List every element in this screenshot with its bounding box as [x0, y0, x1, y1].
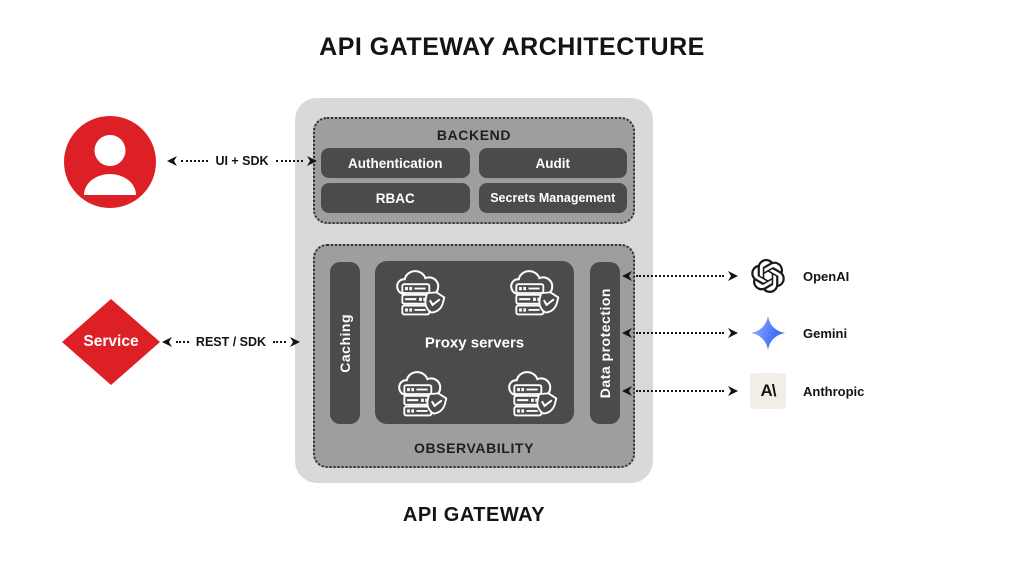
arrowhead-right-icon — [728, 386, 738, 396]
proxy-server-icon — [508, 371, 559, 417]
backend-component-secrets-management: Secrets Management — [478, 183, 627, 213]
arrowhead-left-icon — [622, 271, 632, 281]
observability-title: OBSERVABILITY — [413, 440, 535, 456]
backend-section: BACKEND Authentication Audit RBAC Secret… — [313, 117, 635, 224]
anthropic-connector — [622, 382, 738, 400]
data-protection-module: Data protection — [590, 262, 620, 424]
dotted-line — [273, 341, 286, 343]
provider-name: Anthropic — [803, 383, 865, 399]
connector-label: REST / SDK — [195, 335, 267, 349]
connector-label: UI + SDK — [215, 154, 269, 168]
arrowhead-left-icon — [622, 386, 632, 396]
gemini-logo-icon — [750, 315, 786, 351]
dotted-line — [636, 332, 724, 334]
user-gateway-connector: UI + SDK — [167, 152, 318, 170]
arrowhead-right-icon — [307, 156, 318, 166]
proxy-servers-module: Proxy servers — [375, 261, 574, 424]
diagram-title: API GATEWAY ARCHITECTURE — [319, 33, 705, 61]
arrowhead-left-icon — [622, 328, 632, 338]
dotted-line — [636, 390, 724, 392]
arrowhead-right-icon — [290, 337, 300, 347]
openai-connector — [622, 267, 738, 285]
gemini-connector — [622, 324, 738, 342]
dotted-line — [275, 160, 304, 162]
backend-title: BACKEND — [436, 127, 512, 143]
user-icon — [64, 116, 156, 208]
dotted-line — [181, 160, 209, 162]
provider-name: OpenAI — [803, 268, 850, 284]
caching-module: Caching — [330, 262, 360, 424]
gateway-caption: API GATEWAY — [402, 504, 546, 526]
backend-component-rbac: RBAC — [321, 183, 470, 213]
arrowhead-left-icon — [162, 337, 172, 347]
provider-name: Gemini — [803, 325, 848, 341]
proxy-server-icon — [510, 270, 561, 316]
backend-component-audit: Audit — [478, 148, 627, 178]
service-gateway-connector: REST / SDK — [162, 333, 300, 351]
arrowhead-right-icon — [728, 328, 738, 338]
provider-row-openai: OpenAI — [622, 256, 922, 296]
anthropic-logo-icon: A\ — [750, 373, 786, 409]
openai-logo-icon — [750, 258, 786, 294]
caching-label: Caching — [337, 313, 353, 373]
observability-section: Caching Proxy servers Data protection OB… — [313, 244, 635, 468]
proxy-server-icon — [398, 371, 449, 417]
arrowhead-right-icon — [728, 271, 738, 281]
service-label: Service — [83, 333, 139, 350]
service-node: Service — [62, 299, 160, 385]
anthropic-glyph: A\ — [750, 373, 786, 409]
service-diamond-icon — [62, 299, 160, 385]
data-protection-label: Data protection — [597, 287, 613, 399]
provider-row-anthropic: A\ Anthropic — [622, 371, 922, 411]
api-gateway-box: BACKEND Authentication Audit RBAC Secret… — [295, 98, 653, 483]
backend-component-authentication: Authentication — [321, 148, 470, 178]
dotted-line — [636, 275, 724, 277]
dotted-line — [176, 341, 189, 343]
backend-components: Authentication Audit RBAC Secrets Manage… — [321, 148, 627, 213]
provider-row-gemini: Gemini — [622, 313, 922, 353]
arrowhead-left-icon — [167, 156, 177, 166]
proxy-servers-label: Proxy servers — [424, 334, 525, 351]
proxy-server-icon — [396, 270, 447, 316]
